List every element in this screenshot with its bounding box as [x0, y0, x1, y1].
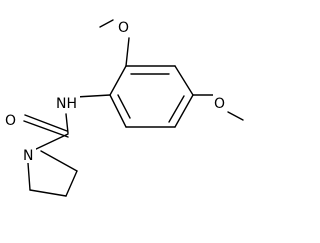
- bond-pyrrolidine-c3-c4: [65, 170, 78, 197]
- oxygen-methoxy-top-label: O: [118, 20, 129, 36]
- oxygen-carbonyl-label: O: [5, 113, 16, 129]
- bond-ring-inner-c4-c5: [168, 95, 185, 123]
- bond-pyrrolidine-n-c2: [27, 162, 31, 191]
- nitrogen-ring-label: N: [23, 148, 33, 164]
- bond-ring-c3-c4: [174, 65, 194, 96]
- bond-o-top-ring: [125, 37, 130, 67]
- atom-labels: O NH O N O: [4, 18, 229, 164]
- bond-ring-c4-c5: [174, 94, 194, 128]
- bond-carbonyl-nring: [33, 133, 69, 151]
- bond-carbonyl-double-2: [23, 120, 69, 138]
- bond-ring-inner-c6-c1: [117, 94, 131, 119]
- bonds: [23, 19, 244, 197]
- o-right-label-bg: [213, 94, 229, 111]
- bond-carbonyl-double-1: [24, 114, 68, 132]
- bond-ring-c6-c1: [109, 94, 127, 128]
- bond-ring-c1-c2: [109, 65, 127, 96]
- nh-label: NH: [56, 96, 77, 112]
- bond-nh-carbonyl: [65, 113, 69, 134]
- nh-label-bg: [56, 94, 80, 111]
- bond-o-right-methyl: [227, 111, 244, 121]
- bond-pyrrolidine-c4-c5: [40, 150, 78, 172]
- oxygen-methoxy-right-label: O: [214, 96, 225, 112]
- chemical-structure-diagram: O NH O N O: [4, 18, 244, 197]
- bond-ring-nh: [75, 94, 111, 98]
- bond-methyl-top-o: [99, 19, 114, 28]
- bond-pyrrolidine-c2-c3: [29, 189, 67, 197]
- o-top-label-bg: [117, 18, 131, 35]
- n-ring-label-bg: [22, 146, 36, 163]
- o-carbonyl-label-bg: [4, 111, 20, 128]
